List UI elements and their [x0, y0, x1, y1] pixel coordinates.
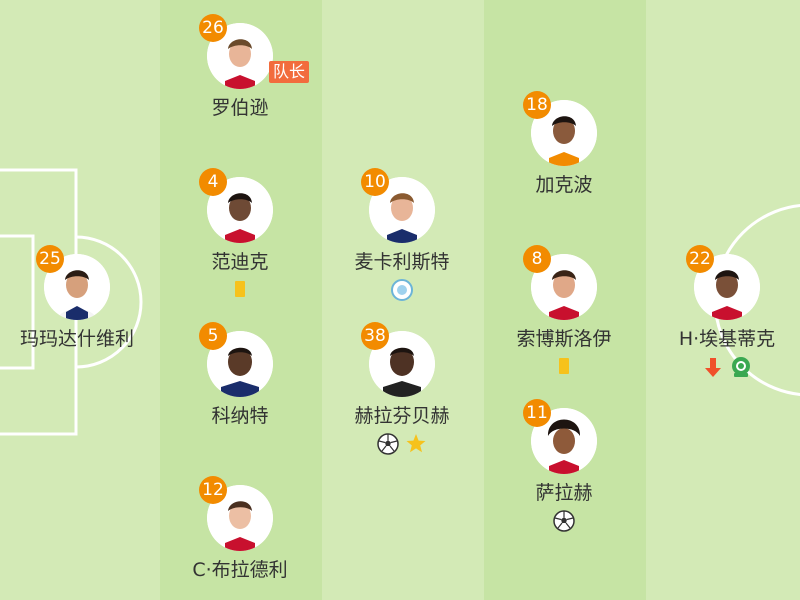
player-avatar — [369, 331, 435, 397]
player-events — [489, 354, 639, 380]
goal-ball-icon — [553, 510, 575, 532]
star-icon — [406, 434, 426, 453]
player-photo-icon — [531, 100, 597, 166]
goal-area-line — [0, 234, 35, 370]
player-avatar — [369, 177, 435, 243]
player-name: 科纳特 — [211, 405, 269, 427]
yellow-card-icon — [559, 358, 569, 374]
player-photo-icon — [369, 331, 435, 397]
player-events — [165, 277, 315, 303]
player-number: 38 — [361, 322, 389, 350]
player-name: 玛玛达什维利 — [19, 328, 134, 350]
player-avatar — [531, 100, 597, 166]
player-name: 萨拉赫 — [535, 482, 593, 504]
player-number: 5 — [199, 322, 227, 350]
player-number: 26 — [199, 14, 227, 42]
player-events — [489, 508, 639, 534]
player-name: 范迪克 — [211, 251, 269, 273]
player-number: 25 — [36, 245, 64, 273]
player-events — [327, 431, 477, 457]
player-name: 赫拉芬贝赫 — [354, 405, 450, 427]
player-events — [652, 354, 800, 380]
player-photo-icon — [694, 254, 760, 320]
player-photo-icon — [207, 23, 273, 89]
player-photo-icon — [369, 177, 435, 243]
player-photo-icon — [207, 331, 273, 397]
player-number: 4 — [199, 168, 227, 196]
player-avatar — [531, 254, 597, 320]
penalty-arc-line — [75, 235, 143, 369]
player-name: C·布拉德利 — [192, 559, 288, 581]
player-number: 22 — [686, 245, 714, 273]
player-number: 12 — [199, 476, 227, 504]
player-name: 索博斯洛伊 — [516, 328, 612, 350]
captain-badge: 队长 — [269, 61, 310, 83]
player-name: 加克波 — [535, 174, 593, 196]
player-photo-icon — [207, 177, 273, 243]
substitution-icon — [732, 357, 750, 377]
player-name: 罗伯逊 — [211, 97, 269, 119]
player-photo-icon — [207, 485, 273, 551]
player-number: 10 — [361, 168, 389, 196]
player-photo-icon — [44, 254, 110, 320]
player-number: 18 — [523, 91, 551, 119]
yellow-card-icon — [235, 281, 245, 297]
player-number: 8 — [523, 245, 551, 273]
sub-off-arrow-icon — [705, 358, 721, 377]
player-name: H·埃基蒂克 — [678, 328, 776, 350]
assist-icon — [391, 279, 413, 301]
player-photo-icon — [531, 408, 597, 474]
player-number: 11 — [523, 399, 551, 427]
player-events — [327, 277, 477, 303]
player-name: 麦卡利斯特 — [354, 251, 450, 273]
player-photo-icon — [531, 254, 597, 320]
goal-ball-icon — [377, 433, 399, 455]
player-avatar — [207, 485, 273, 551]
